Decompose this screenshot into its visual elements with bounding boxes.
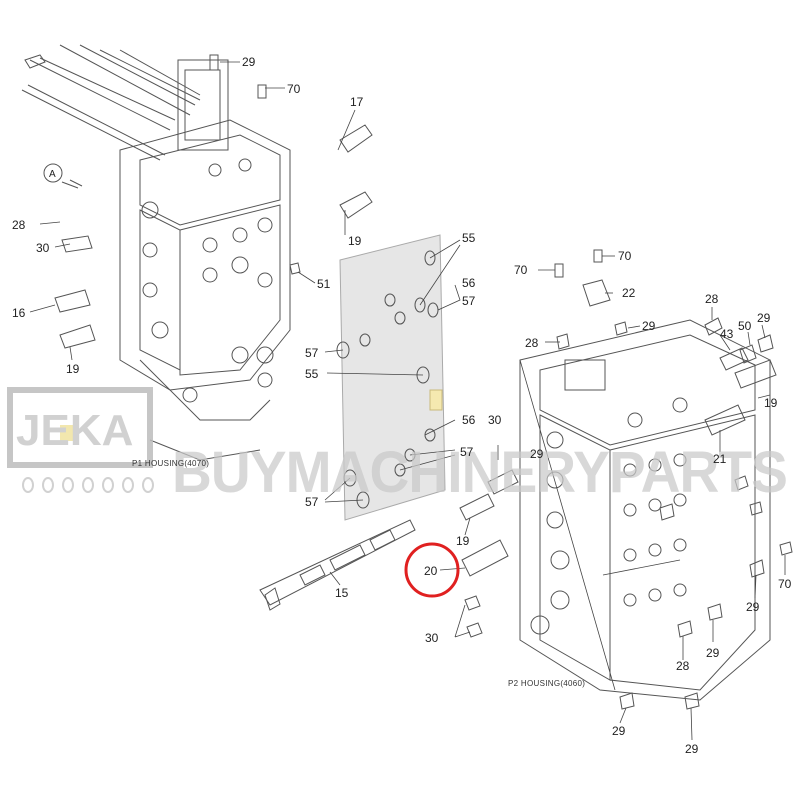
callout-label: 29 (530, 447, 544, 461)
callout-label: 57 (462, 294, 476, 308)
callout-label: 43 (720, 327, 734, 341)
callout-label: 28 (525, 336, 539, 350)
callout-label: 29 (746, 600, 760, 614)
spool-assembly (259, 519, 416, 611)
callout-label: 70 (287, 82, 301, 96)
part-callouts: 29 70 17 28 30 19 16 19 51 55 56 57 57 5… (12, 55, 792, 756)
watermark-brand-text: BUYMACHINERYPARTS (172, 440, 787, 505)
callout-label: 55 (462, 231, 476, 245)
callout-label: 56 (462, 413, 476, 427)
callout-label: 17 (350, 95, 364, 109)
callout-label: 28 (12, 218, 26, 232)
callout-label: 19 (764, 396, 778, 410)
callout-label: 22 (622, 286, 636, 300)
callout-label: 56 (462, 276, 476, 290)
callout-label: 21 (713, 452, 727, 466)
callout-label: 19 (66, 362, 80, 376)
callout-label: 70 (514, 263, 528, 277)
watermark-logo-text: JEKA (16, 406, 133, 455)
callout-label: 51 (317, 277, 331, 291)
callout-label: 29 (685, 742, 699, 756)
callout-label: 29 (612, 724, 626, 738)
callout-label: 19 (348, 234, 362, 248)
callout-label: 57 (305, 346, 319, 360)
callout-label: 70 (618, 249, 632, 263)
callout-label: 29 (757, 311, 771, 325)
watermark: JEKA BUYMACHINERYPARTS (7, 387, 788, 505)
callout-label: 28 (676, 659, 690, 673)
callout-label: 29 (242, 55, 256, 69)
callout-label: 29 (706, 646, 720, 660)
highlight-circle (404, 542, 460, 598)
callout-label: 28 (705, 292, 719, 306)
callout-label: 30 (488, 413, 502, 427)
callout-label: 30 (425, 631, 439, 645)
watermark-logo-dots (22, 477, 154, 493)
callout-label: 57 (305, 495, 319, 509)
callout-label: 29 (642, 319, 656, 333)
section-marker-label: A (49, 169, 56, 180)
callout-label: 57 (460, 445, 474, 459)
callout-label: 70 (778, 577, 792, 591)
p2-housing (459, 249, 793, 710)
callout-label: 19 (456, 534, 470, 548)
callout-label: 50 (738, 319, 752, 333)
leader-lines (29, 61, 786, 741)
callout-label: 15 (335, 586, 349, 600)
p2-housing-label: P2 HOUSING(4060) (508, 679, 585, 688)
callout-label: 55 (305, 367, 319, 381)
p1-housing (21, 44, 373, 461)
p1-housing-label: P1 HOUSING(4070) (132, 459, 209, 468)
callout-label: 30 (36, 241, 50, 255)
callout-label: 16 (12, 306, 26, 320)
callout-label: 20 (424, 564, 438, 578)
